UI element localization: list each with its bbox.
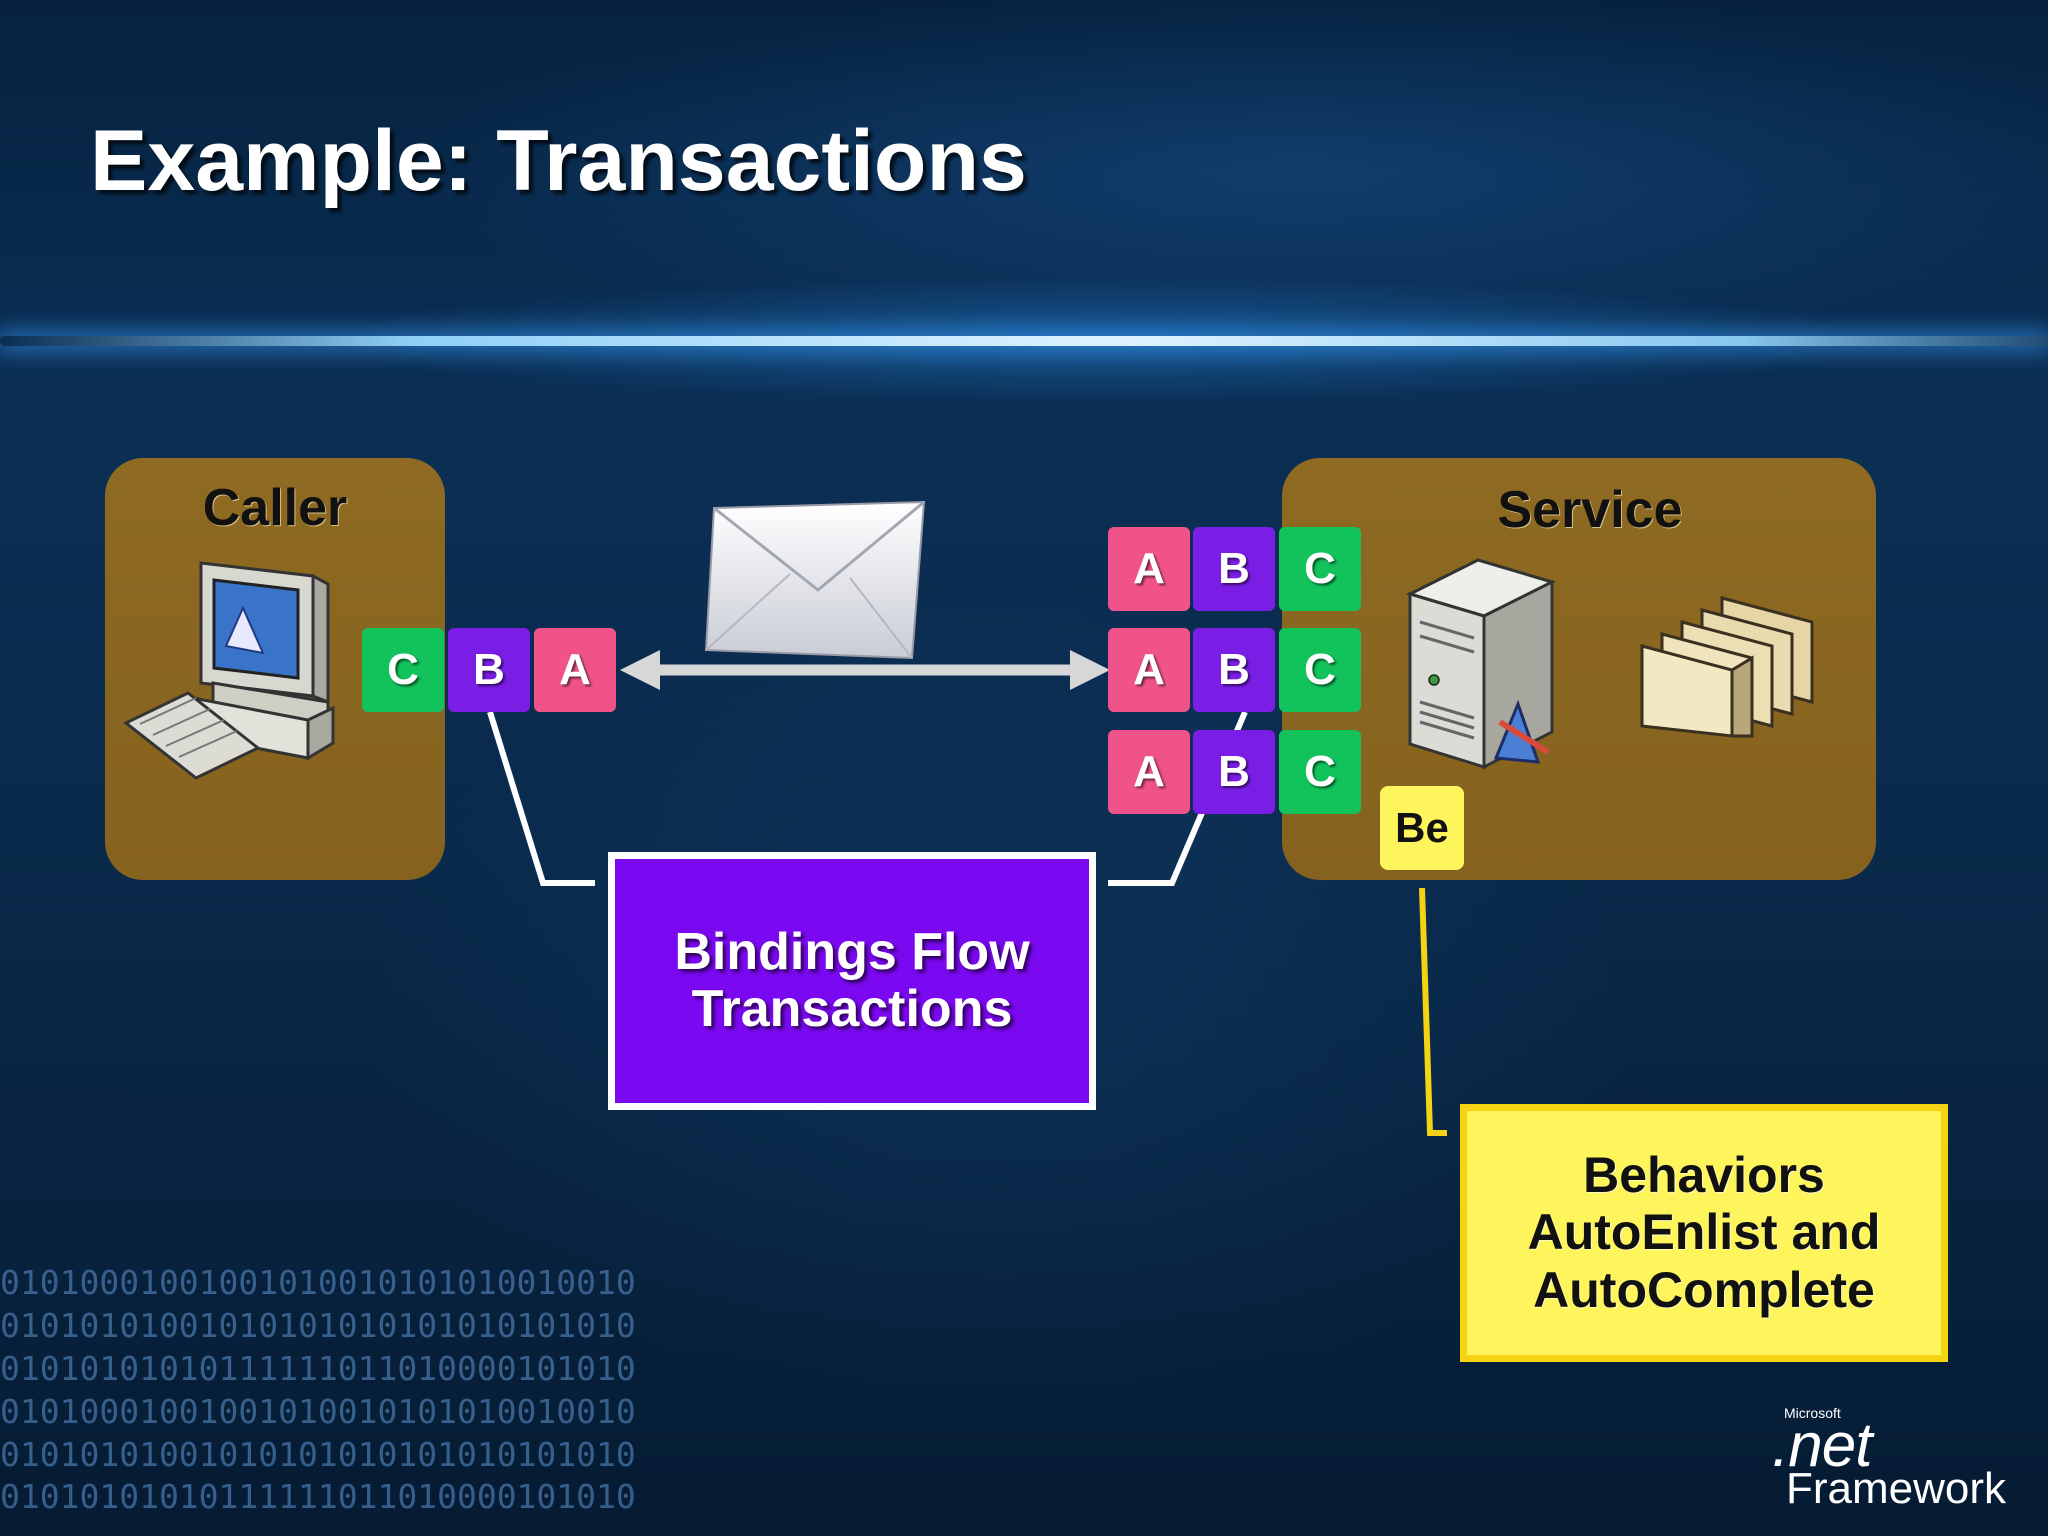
service-row3-tag-c: C [1279,730,1361,814]
binary-row: 01010101001010101010101010101010 [0,1434,636,1474]
bindings-callout: Bindings Flow Transactions [608,852,1096,1110]
behavior-tag: Be [1380,786,1464,870]
computer-icon [123,561,335,780]
behaviors-callout-line3: AutoComplete [1533,1261,1875,1318]
behaviors-callout: Behaviors AutoEnlist and AutoComplete [1460,1104,1948,1362]
service-row2-tag-c: C [1279,628,1361,712]
header-divider-line [0,336,2048,346]
binary-row: 01010101010111111011010000101010 [0,1348,636,1388]
binary-decoration: 01010001001001010010101010010010 0101010… [0,1262,636,1536]
binary-row: 01010001001001010010101010010010 [0,1391,636,1431]
caller-tag-b: B [448,628,530,712]
server-icon [1405,558,1557,770]
behaviors-callout-line1: Behaviors [1583,1146,1825,1203]
caller-tag-a: A [534,628,616,712]
service-row3-tag-a: A [1108,730,1190,814]
service-row1-tag-c: C [1279,527,1361,611]
binary-row: 01010001001001010010101010010010 [0,1263,636,1302]
bindings-callout-line2: Transactions [691,980,1013,1038]
folders-icon [1640,596,1814,738]
service-row3-tag-b: B [1193,730,1275,814]
caller-binding-connector [487,711,595,886]
binary-row: 01010101001010101010101010101010 [0,1305,636,1345]
service-row1-tag-a: A [1108,527,1190,611]
service-row2-tag-a: A [1108,628,1190,712]
caller-label: Caller [202,479,348,537]
service-row1-tag-b: B [1193,527,1275,611]
service-label: Service [1497,481,1683,539]
bindings-callout-line1: Bindings Flow [674,922,1030,981]
caller-tag-c: C [362,628,444,712]
message-arrow [620,650,1110,690]
envelope-icon [704,500,926,660]
slide-title: Example: Transactions [90,113,1027,209]
logo-subtitle: Framework [1786,1464,2007,1513]
binary-row: 01010101010111111011010000101010 [0,1477,636,1517]
service-row2-tag-b: B [1193,628,1275,712]
logo-maker: Microsoft [1784,1405,1841,1421]
logo-product: .net [1772,1411,1872,1480]
behaviors-callout-line2: AutoEnlist and [1527,1204,1881,1261]
behavior-connector [1419,887,1447,1136]
